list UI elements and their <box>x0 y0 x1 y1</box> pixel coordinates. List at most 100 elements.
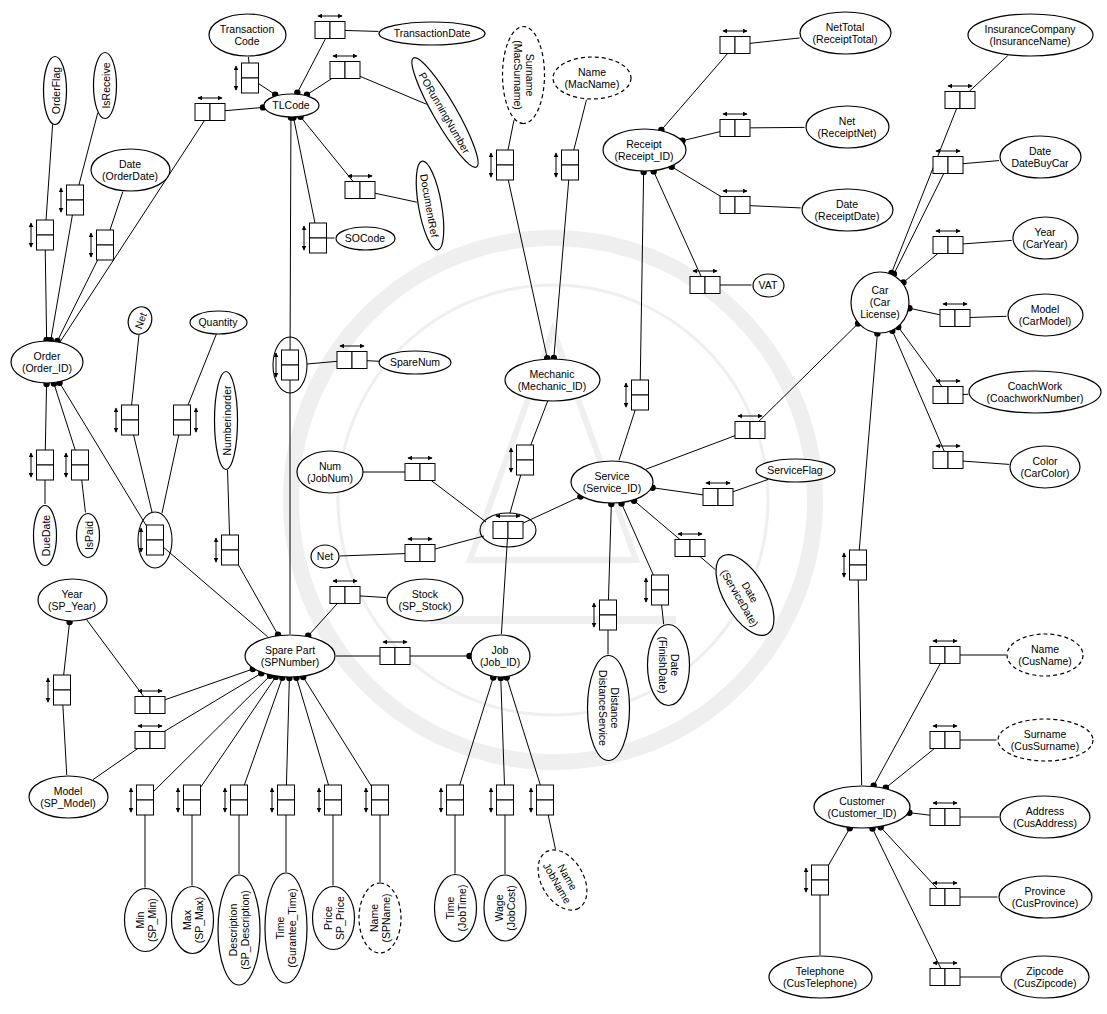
role-box <box>310 223 327 238</box>
entity-label: Province (CusProvince) <box>1012 885 1079 909</box>
entity-ellipse: VAT <box>752 273 785 298</box>
entity-ellipse: Wage (JobCost) <box>483 874 527 942</box>
entity-ellipse: Time (Gurantee_Time) <box>264 872 308 984</box>
role-box <box>360 182 375 199</box>
role-box <box>72 450 89 465</box>
fact-connector <box>898 327 968 395</box>
entity-ellipse: Color (CarColor) <box>1009 445 1081 489</box>
uniqueness-bar <box>723 31 747 32</box>
fact-connector-group <box>906 304 1006 327</box>
label-group: Stock (SP_Stock) <box>398 588 451 612</box>
entity-ellipse: Description (SP_Description) <box>217 874 261 986</box>
entity-ellipse: Net <box>310 544 340 569</box>
uniqueness-bar <box>933 726 957 727</box>
entity-ellipse: InsuranceCompany (InsuranceName) <box>967 13 1094 57</box>
fact-connector-group <box>178 674 279 886</box>
fact-connector-group <box>48 113 98 344</box>
entity-ellipse: DocumentRef <box>410 158 451 253</box>
label-group: Max (SP_Max) <box>180 897 204 944</box>
entity-label: SOCode <box>345 232 385 244</box>
role-box <box>735 422 750 439</box>
role-box <box>67 200 84 215</box>
uniqueness-bar <box>723 114 747 115</box>
uniqueness-bar <box>91 233 92 257</box>
fact-connector-group <box>272 675 295 872</box>
label-group: Date DateBuyCar <box>1011 145 1068 169</box>
role-box <box>37 220 54 235</box>
leader-line <box>130 325 550 556</box>
entity-ellipse: Service (Service_ID) <box>570 460 654 504</box>
entity-label: Job (Job_ID) <box>480 644 520 668</box>
role-box <box>147 525 164 540</box>
uniqueness-bar <box>272 788 273 812</box>
role-box <box>508 522 523 539</box>
entity-ellipse: SpareNum <box>378 350 452 375</box>
uniqueness-bar <box>693 271 717 272</box>
entity-ellipse: Customer (Customer_ID) <box>813 785 911 829</box>
label-group: Net (ReceiptNet) <box>818 115 877 139</box>
role-box <box>933 157 948 174</box>
uniqueness-bar <box>131 788 132 812</box>
role-box <box>960 92 975 109</box>
label-group: Date (OrderDate) <box>102 158 158 182</box>
label-group: ServiceFlag <box>767 464 822 476</box>
role-box <box>231 800 248 815</box>
entity-label: Year (CarYear) <box>1022 226 1067 250</box>
entity-ellipse: Distance DistanceService <box>586 655 630 762</box>
fact-connector <box>455 677 493 873</box>
label-group: Numberinorder <box>220 385 232 455</box>
role-box <box>372 800 389 815</box>
role-box <box>930 647 945 664</box>
fact-connector-group <box>870 641 1006 789</box>
label-group: InsuranceCompany (InsuranceName) <box>984 23 1075 47</box>
entity-ellipse: TransactionDate <box>378 21 486 46</box>
role-box <box>231 785 248 800</box>
label-group: Service (Service_ID) <box>583 470 641 494</box>
entity-ellipse: Stock (SP_Stock) <box>386 578 464 622</box>
fact-connector <box>892 56 1008 273</box>
entity-ellipse: Order (Order_ID) <box>10 340 84 384</box>
entity-ellipse: TLCode <box>263 93 320 118</box>
role-box <box>632 395 649 410</box>
role-box <box>675 540 690 557</box>
entity-ellipse: Net <box>123 302 157 339</box>
fact-connector-group <box>869 825 1000 985</box>
uniqueness-bar <box>138 726 162 727</box>
fact-connector <box>881 827 998 897</box>
label-group: Color (CarColor) <box>1021 455 1070 479</box>
entity-label: PORunningNumber <box>417 69 473 154</box>
fact-connector <box>872 828 1000 977</box>
role-box <box>930 889 945 906</box>
label-group: Name (MacName) <box>565 66 620 90</box>
label-group: Price SP_Price <box>321 896 345 940</box>
entity-label: Address (CusAddress) <box>1013 805 1077 829</box>
fact-connector-group <box>236 57 278 98</box>
entity-ellipse: Car (Car License) <box>850 271 910 334</box>
role-box <box>600 615 617 630</box>
role-box <box>690 277 705 294</box>
entity-label: Telephone (CusTelephone) <box>783 965 857 989</box>
label-group: Date (ReceiptDate) <box>815 198 880 222</box>
entity-label: Distance DistanceService <box>596 670 620 746</box>
value-ellipse: Surname (MacSurname) <box>501 26 545 125</box>
role-box <box>137 785 154 800</box>
role-box <box>497 165 514 180</box>
fact-connector <box>239 678 282 874</box>
fact-connector <box>286 678 289 872</box>
fact-connector <box>554 100 587 358</box>
fact-connector-group <box>631 498 715 570</box>
entity-label: ServiceFlag <box>767 464 822 476</box>
label-group: Address (CusAddress) <box>1013 805 1077 829</box>
entity-ellipse: Date DateBuyCar <box>999 135 1082 179</box>
fact-connector <box>60 107 263 341</box>
uniqueness-bar <box>216 538 217 562</box>
fact-connector <box>45 384 47 504</box>
fact-connector <box>57 192 122 341</box>
role-box <box>652 590 669 605</box>
role-box <box>600 600 617 615</box>
fact-connector-group <box>93 670 265 780</box>
entity-ellipse: Transaction Code <box>208 13 287 57</box>
label-group: Receipt (Receipt_ID) <box>615 138 674 162</box>
role-box <box>930 732 945 749</box>
